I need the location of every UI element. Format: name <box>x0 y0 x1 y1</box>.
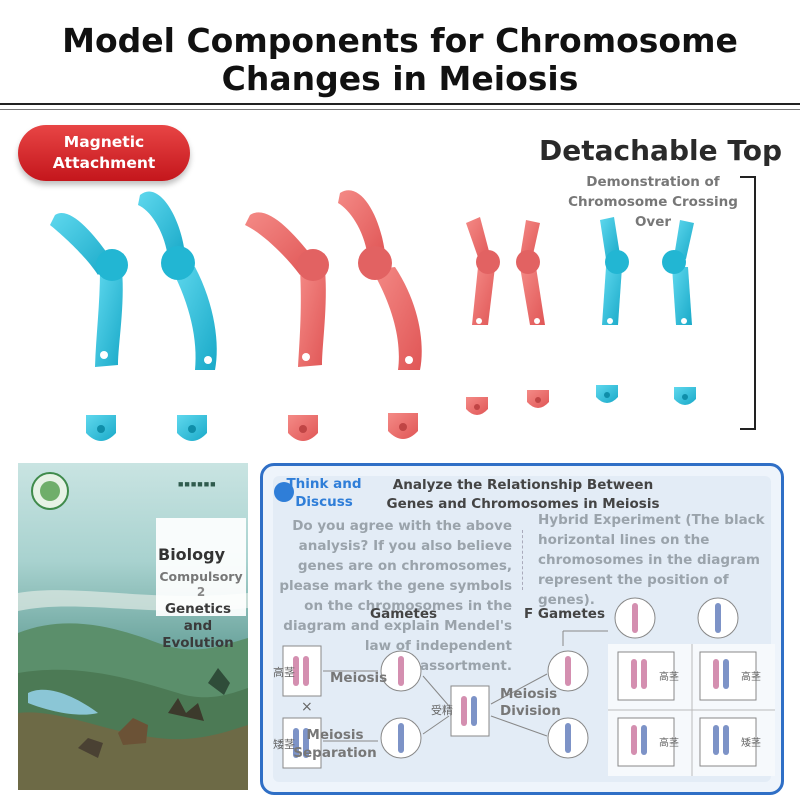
book-volume-number: 2 <box>196 585 206 599</box>
salmon-small-chromosome-left <box>466 217 500 415</box>
svg-text:高茎: 高茎 <box>659 670 679 683</box>
book-title-panel <box>156 518 246 616</box>
detachable-top-description: Demonstration of Chromosome Crossing Ove… <box>560 172 746 232</box>
book-sub-line-2: and <box>183 618 213 634</box>
question-line: Do you agree with the above <box>292 518 512 534</box>
title-line-1: Model Components for Chromosome <box>62 21 738 60</box>
think-line-2: Discuss <box>295 494 353 510</box>
magnetic-attachment-badge: Magnetic Attachment <box>18 125 190 181</box>
think-line-1: Think and <box>286 476 362 492</box>
cyan-large-chromosome-left <box>50 213 128 441</box>
meiosis-division-line-1: Meiosis <box>500 686 558 702</box>
salmon-large-chromosome-right <box>338 190 422 439</box>
svg-text:矮茎: 矮茎 <box>741 737 761 749</box>
question-line: assortment. <box>420 658 512 674</box>
parent-box-1 <box>282 645 322 697</box>
question-line: diagram and explain Mendel's <box>283 618 512 634</box>
hybrid-line: chromosomes in the diagram <box>538 552 760 568</box>
think-and-discuss-heading: Think and Discuss <box>284 475 364 511</box>
question-line: analysis? If you also believe <box>298 538 512 554</box>
panel-divider <box>522 530 524 590</box>
hybrid-line: represent the position of <box>538 572 729 588</box>
question-line: genes are on chromosomes, <box>297 558 512 574</box>
cyan-small-chromosome-left <box>596 217 629 403</box>
meiosis-separation-line-2: Separation <box>293 745 377 761</box>
detachable-bracket <box>740 176 756 430</box>
question-line: please mark the gene symbols <box>279 578 512 594</box>
question-line: on the chromosomes in the <box>304 598 512 614</box>
meiosis-separation-line-1: Meiosis <box>306 727 364 743</box>
gametes-label: Gametes <box>370 606 438 622</box>
meiosis-separation-label: Meiosis Separation <box>290 726 380 762</box>
parent-trait-tall: 高茎 <box>273 665 295 679</box>
analyze-line-1: Analyze the Relationship Between <box>392 477 654 493</box>
title-rule-thick <box>0 103 800 105</box>
f-gametes-label: F Gametes <box>524 606 605 622</box>
meiosis-label: Meiosis <box>330 670 388 686</box>
detachable-sub-line-1: Demonstration of <box>586 174 720 190</box>
book-compulsory: Compulsory <box>159 569 243 584</box>
cyan-large-chromosome-right <box>138 191 217 441</box>
svg-text:高茎: 高茎 <box>659 736 679 749</box>
svg-text:×: × <box>301 699 313 715</box>
book-subtitle: Genetics and Evolution <box>148 601 248 652</box>
salmon-small-chromosome-right <box>516 220 549 408</box>
analyze-heading: Analyze the Relationship Between Genes a… <box>370 476 676 514</box>
salmon-large-chromosome-left <box>245 212 329 441</box>
meiosis-diagram: 高茎 × 矮茎 受精 高茎 高茎 高茎 矮茎 <box>273 597 775 776</box>
detachable-sub-line-2: Chromosome Crossing <box>568 194 738 210</box>
svg-text:受精: 受精 <box>431 704 453 717</box>
discussion-question: Do you agree with the above analysis? If… <box>266 516 512 676</box>
hybrid-experiment-note: Hybrid Experiment (The black horizontal … <box>538 510 774 610</box>
magnetic-line-2: Attachment <box>52 154 156 172</box>
think-discuss-bullet-icon <box>274 482 294 502</box>
detachable-top-title: Detachable Top <box>539 134 782 167</box>
chromosome-models <box>50 190 696 441</box>
meiosis-division-label: Meiosis Division <box>500 686 561 720</box>
hybrid-line: genes). <box>538 592 595 608</box>
biology-textbook-cover: ■■■■■■ Biology Compulsory 2 Genetics and… <box>18 463 248 790</box>
parent-trait-short: 矮茎 <box>273 737 295 751</box>
book-illustration <box>18 472 248 790</box>
hybrid-line: Hybrid Experiment (The black <box>538 512 765 528</box>
svg-text:高茎: 高茎 <box>741 670 761 683</box>
title-rule-thin <box>0 109 800 110</box>
f1-box <box>450 685 490 737</box>
book-sub-line-1: Genetics <box>164 601 232 617</box>
question-line: law of independent <box>364 638 512 654</box>
hybrid-line: horizontal lines on the <box>538 532 710 548</box>
magnetic-line-1: Magnetic <box>63 133 145 151</box>
cyan-small-chromosome-right <box>662 220 696 405</box>
detachable-sub-line-3: Over <box>634 214 672 230</box>
meiosis-division-line-2: Division <box>500 703 561 719</box>
title-line-2: Changes in Meiosis <box>221 59 579 98</box>
parent-box-2 <box>282 717 322 769</box>
page-title: Model Components for Chromosome Changes … <box>0 22 800 98</box>
book-title: Biology <box>158 545 226 564</box>
book-sub-line-3: Evolution <box>162 635 234 651</box>
book-top-tag: ■■■■■■ <box>178 479 217 489</box>
analyze-line-2: Genes and Chromosomes in Meiosis <box>386 496 660 512</box>
